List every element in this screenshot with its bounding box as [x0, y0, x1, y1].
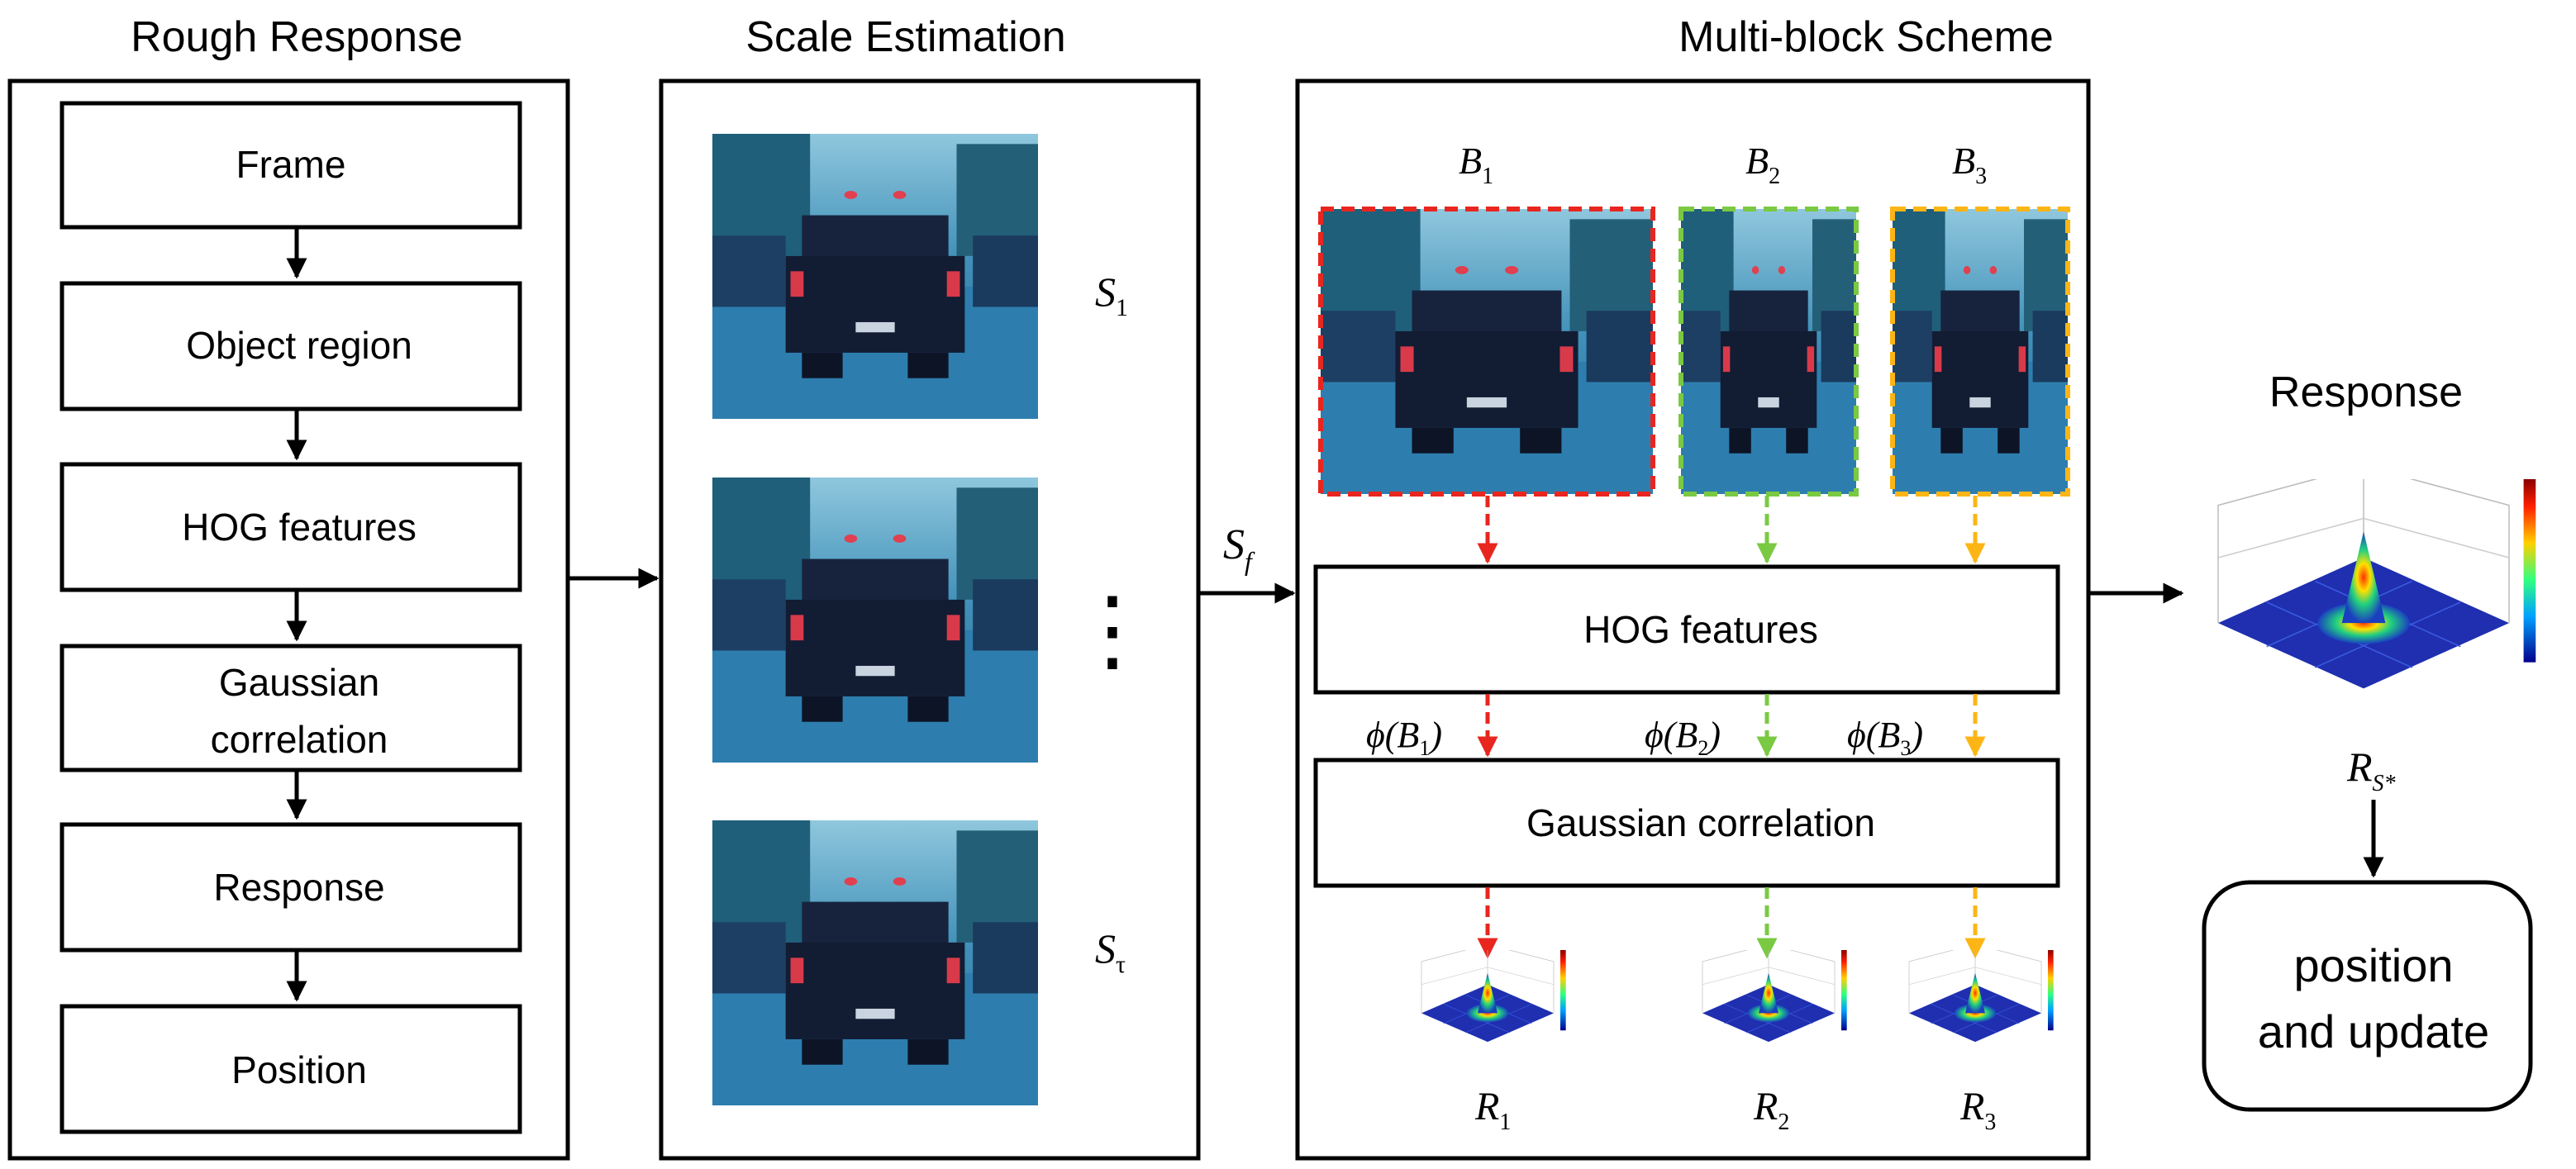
step-object-region-label: Object region: [186, 324, 412, 367]
step-frame-box: [60, 101, 522, 230]
position-update-box: [2202, 880, 2533, 1112]
step-hog-box: [60, 462, 522, 592]
step-frame-label: Frame: [236, 143, 346, 186]
response-label-r2: R2: [1753, 1085, 1789, 1135]
car-photo-icon-block-3: [1893, 209, 2068, 494]
block-3-outline: [1890, 207, 2070, 497]
phi-label-b3: ϕ(B3): [1847, 715, 1923, 760]
scale-dots: ⋮: [1067, 579, 1158, 681]
step-gaussian-box: [60, 644, 522, 772]
step-response-label: Response: [213, 866, 384, 909]
car-photo-icon-block-1: [1321, 209, 1653, 494]
gaussian-correlation-label: Gaussian correlation: [1526, 801, 1875, 844]
response-label-r1: R1: [1474, 1085, 1511, 1135]
block-1-outline: [1318, 207, 1655, 497]
position-update-line2: and update: [2258, 1005, 2489, 1057]
car-photo-icon-scale-mid: [712, 478, 1038, 763]
block-label-b1: B1: [1459, 140, 1493, 189]
hog-features-box: [1313, 564, 2060, 695]
phi-label-b1: ϕ(B1): [1366, 715, 1442, 760]
phi-label-b2: ϕ(B2): [1645, 715, 1721, 760]
step-gaussian-label-line2: correlation: [211, 718, 388, 761]
car-photo-icon-scale-1: [712, 134, 1038, 419]
step-gaussian-label-line1: Gaussian: [219, 661, 379, 704]
step-position-label: Position: [231, 1048, 367, 1091]
car-photo-icon-scale-tau: [712, 820, 1038, 1105]
rough-response-panel: [7, 78, 570, 1161]
rough-response-title: Rough Response: [131, 13, 463, 61]
gaussian-correlation-box: [1313, 758, 2060, 888]
hog-features-label: HOG features: [1583, 608, 1818, 651]
scale-label-s1: S1: [1095, 268, 1128, 321]
car-photo-icon-block-2: [1681, 209, 1856, 494]
block-label-b2: B2: [1745, 140, 1780, 189]
scale-selected-label: Sf: [1223, 521, 1255, 576]
final-response-label: RS*: [2346, 744, 2396, 796]
step-hog-label: HOG features: [182, 506, 417, 549]
multiblock-title: Multi-block Scheme: [1678, 13, 2054, 61]
response-label-r3: R3: [1959, 1085, 1996, 1135]
step-object-region-box: [60, 281, 522, 411]
block-label-b3: B3: [1952, 140, 1987, 189]
final-response-title: Response: [2269, 368, 2463, 416]
step-position-box: [60, 1004, 522, 1134]
step-response-box: [60, 822, 522, 953]
scale-label-stau: Sτ: [1095, 925, 1126, 978]
position-update-line1: position: [2293, 939, 2453, 991]
block-2-outline: [1678, 207, 1859, 497]
scale-estimation-title: Scale Estimation: [745, 13, 1065, 61]
response-surface-icon-final: [2217, 479, 2537, 690]
